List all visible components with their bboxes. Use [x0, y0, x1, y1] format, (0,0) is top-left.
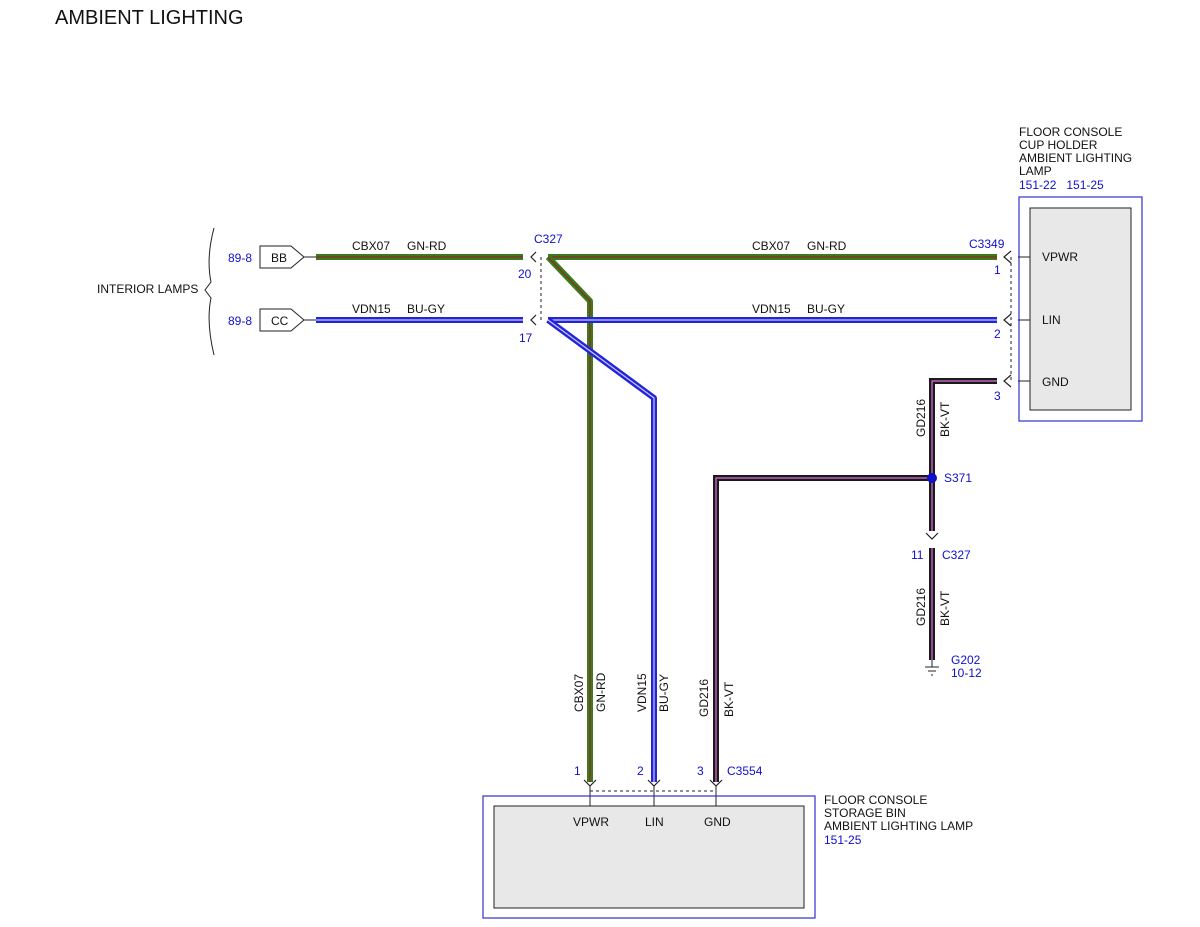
c327-left-connector: C327 20 17	[518, 232, 563, 345]
cup-holder-lamp: FLOOR CONSOLE CUP HOLDER AMBIENT LIGHTIN…	[969, 125, 1143, 422]
storage-bin-pin-number: 3	[697, 764, 704, 778]
wire-label-color: BK-VT	[938, 401, 952, 437]
wire-label-circuit: VDN15	[352, 302, 391, 316]
storage-bin-pin-name: GND	[704, 815, 731, 829]
cup-holder-pin-name: LIN	[1042, 313, 1061, 327]
wire-label-color: GN-RD	[407, 239, 447, 253]
left-brace	[204, 227, 215, 356]
c327-right-pin: 11	[911, 548, 924, 562]
cc-ref[interactable]: 89-8	[228, 314, 252, 328]
wire-label-circuit: VDN15	[752, 302, 791, 316]
wire-label-circuit: CBX07	[752, 239, 790, 253]
interior-lamps-group: INTERIOR LAMPS 89-8 BB 89-8 CC	[97, 227, 316, 356]
storage-bin-title-line: AMBIENT LIGHTING LAMP	[824, 819, 973, 833]
interior-lamps-label: INTERIOR LAMPS	[97, 282, 198, 296]
connector-arrow-icon	[530, 314, 537, 326]
storage-bin-pin-number: 2	[637, 764, 644, 778]
wire-vdn15	[316, 317, 997, 782]
wire-label-circuit: GD216	[697, 679, 711, 717]
ground-icon	[925, 666, 939, 676]
cup-holder-pin-name: GND	[1042, 375, 1069, 389]
cup-holder-connector-label[interactable]: C3349	[969, 237, 1005, 251]
cup-holder-frame	[1018, 196, 1143, 422]
ground-ref[interactable]: 10-12	[951, 666, 982, 680]
wire-gd216	[713, 378, 997, 782]
bb-connector	[259, 245, 305, 269]
wire-label-color: GN-RD	[807, 239, 847, 253]
storage-bin-body	[493, 805, 805, 909]
cup-holder-body	[1029, 207, 1132, 411]
cc-connector-label: CC	[271, 314, 289, 328]
storage-bin-pin-number: 1	[574, 764, 581, 778]
connector-arrow-icon	[925, 532, 939, 540]
storage-bin-title-line: STORAGE BIN	[824, 806, 906, 820]
connector-arrow-icon	[530, 251, 537, 263]
wire-label-circuit: CBX07	[352, 239, 390, 253]
bb-connector-label: BB	[271, 251, 287, 265]
cup-holder-title-line: AMBIENT LIGHTING	[1019, 151, 1132, 165]
storage-bin-title-line: FLOOR CONSOLE	[824, 793, 927, 807]
wire-label-color: BU-GY	[657, 674, 671, 712]
cup-holder-pin-number: 1	[994, 263, 1001, 277]
wire-label-circuit: GD216	[914, 588, 928, 626]
wire-label-color: BK-VT	[938, 590, 952, 626]
wire-label-color: GN-RD	[594, 672, 608, 712]
cup-holder-pin-name: VPWR	[1042, 250, 1078, 264]
bb-ref[interactable]: 89-8	[228, 251, 252, 265]
storage-bin-pin-name: LIN	[645, 815, 664, 829]
storage-bin-pin-name: VPWR	[573, 815, 609, 829]
cup-holder-title-line: FLOOR CONSOLE	[1019, 125, 1122, 139]
cup-holder-pin-number: 2	[994, 327, 1001, 341]
cup-holder-pin-number: 3	[994, 389, 1001, 403]
c327-pin-20: 20	[518, 267, 532, 281]
wire-cbx07	[316, 254, 997, 782]
connector-arrow-icon	[1003, 374, 1012, 388]
cc-connector	[259, 308, 305, 332]
wire-label-circuit: CBX07	[572, 674, 586, 712]
storage-bin-lamp: C3554 1 2 3 VPWR LIN GND FLOOR CONSOLE S…	[482, 764, 973, 919]
c327-pin-17: 17	[519, 331, 533, 345]
wire-label-color: BU-GY	[407, 302, 445, 316]
wire-label-circuit: GD216	[914, 399, 928, 437]
wire-label-color: BU-GY	[807, 302, 845, 316]
c327-right-label[interactable]: C327	[942, 548, 971, 562]
ground-g202: G202 10-12	[925, 653, 982, 680]
wire-label-circuit: VDN15	[635, 673, 649, 712]
connector-arrow-icon	[1003, 250, 1012, 264]
c327-left-label[interactable]: C327	[534, 232, 563, 246]
c327-right-connector: 11 C327	[911, 532, 971, 562]
cup-holder-refs[interactable]: 151-22 151-25	[1019, 178, 1104, 192]
cup-holder-title-line: CUP HOLDER	[1019, 138, 1098, 152]
splice-label[interactable]: S371	[944, 471, 972, 485]
splice-dot	[927, 473, 937, 483]
wire-label-color: BK-VT	[722, 681, 736, 717]
ground-name[interactable]: G202	[951, 653, 981, 667]
storage-bin-connector-label[interactable]: C3554	[727, 764, 763, 778]
cup-holder-title-line: LAMP	[1019, 164, 1052, 178]
diagram-title: AMBIENT LIGHTING	[55, 7, 244, 29]
storage-bin-ref[interactable]: 151-25	[824, 833, 862, 847]
connector-arrow-icon	[1003, 313, 1012, 327]
storage-bin-frame	[482, 795, 816, 919]
